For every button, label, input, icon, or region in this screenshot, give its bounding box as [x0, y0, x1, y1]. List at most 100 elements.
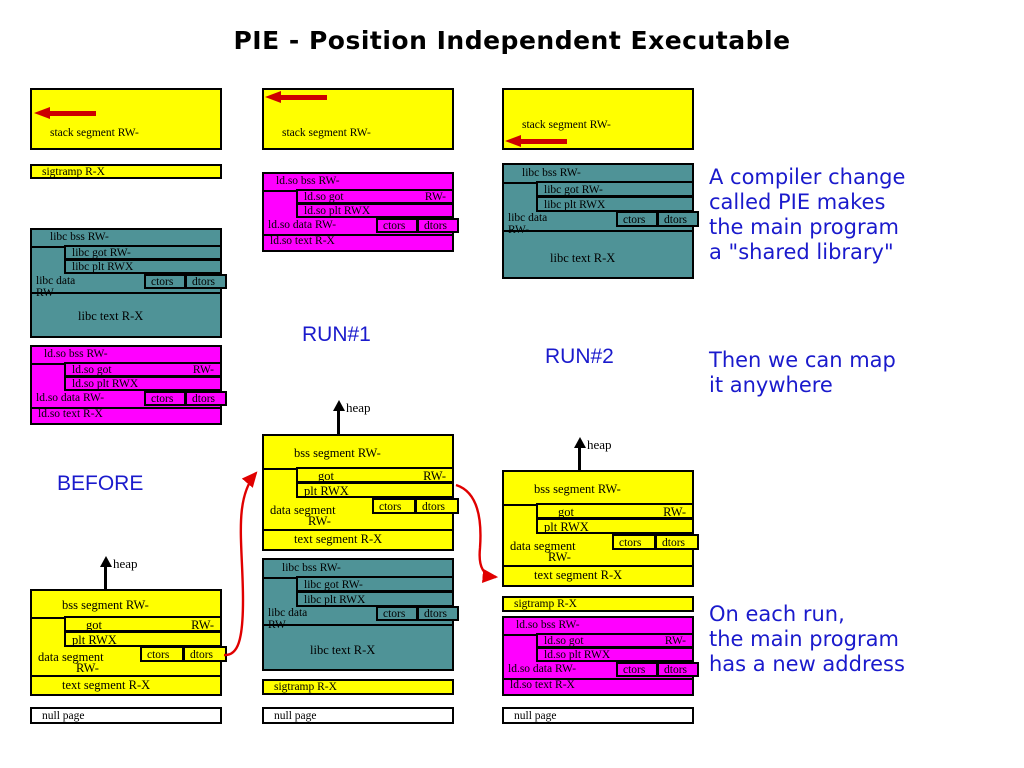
ctors-label: ctors [383, 608, 406, 620]
run2-libc-group: libc bss RW- libc got RW- libc plt RWX l… [502, 163, 699, 279]
run1-caption: RUN#1 [302, 323, 371, 346]
ldso-ctors-cell: ctors [376, 218, 418, 233]
text-segment-label: text segment R-X [62, 678, 151, 692]
got-perm-label: RW- [191, 618, 214, 632]
note-compiler-change: A compiler change called PIE makes the m… [709, 165, 906, 264]
libc-bss-label: libc bss RW- [522, 167, 581, 179]
arrow-shaft [578, 445, 581, 476]
dtors-label: dtors [424, 220, 447, 232]
note-new-address: On each run, the main program has a new … [709, 602, 905, 676]
ctors-cell: ctors [372, 498, 416, 514]
stack-segment-label: stack segment RW- [522, 119, 611, 131]
divider [264, 529, 452, 531]
libc-plt-label: libc plt RWX [544, 199, 606, 211]
plt-cell: plt RWX [296, 482, 454, 498]
ldso-plt-cell: ld.so plt RWX [296, 203, 454, 218]
heap-label: heap [346, 400, 371, 415]
plt-cell: plt RWX [64, 631, 222, 647]
libc-got-cell: libc got RW- [296, 576, 454, 592]
dtors-label: dtors [662, 537, 685, 549]
arrow-head [505, 135, 521, 147]
curved-arrow-icon-run1-to-run2 [455, 483, 499, 584]
data-segment-label: data segment [510, 539, 576, 553]
libc-data-perm-label: RW- [268, 619, 290, 631]
curved-arrow-icon-before-to-run1 [223, 471, 258, 657]
before-ldso-group: ld.so bss RW- ld.so got RW- ld.so plt RW… [30, 345, 227, 425]
data-segment-perm-label: RW- [308, 514, 331, 528]
ldso-dtors-cell: dtors [185, 391, 227, 406]
arrow-shaft [279, 95, 327, 100]
page-title: PIE - Position Independent Executable [233, 26, 791, 55]
data-segment-perm-label: RW- [548, 550, 571, 564]
ldso-got-label: ld.so got [304, 191, 344, 203]
stack-segment-label: stack segment RW- [50, 127, 139, 139]
before-stack-growth-arrow [34, 107, 96, 119]
run2-caption: RUN#2 [545, 345, 614, 368]
libc-ctors-cell: ctors [144, 274, 186, 289]
libc-data-perm-label: RW- [508, 224, 530, 236]
dtors-label: dtors [192, 276, 215, 288]
dtors-label: dtors [664, 214, 687, 226]
got-cell: got RW- [536, 503, 694, 519]
libc-ctors-cell: ctors [376, 606, 418, 621]
ldso-dtors-cell: dtors [417, 218, 459, 233]
ldso-data-label: ld.so data RW- [508, 663, 577, 675]
arrow-head [333, 400, 345, 411]
divider [32, 292, 220, 294]
libc-data-perm-label: RW- [36, 287, 58, 299]
libc-plt-label: libc plt RWX [72, 261, 134, 273]
libc-data-label: libc data [36, 275, 76, 287]
divider [264, 234, 452, 236]
libc-dtors-cell: dtors [185, 274, 227, 289]
run1-sigtramp: sigtramp R-X [262, 679, 454, 695]
ctors-label: ctors [151, 393, 174, 405]
ldso-data-label: ld.so data RW- [268, 219, 337, 231]
dtors-label: dtors [192, 393, 215, 405]
plt-cell: plt RWX [536, 518, 694, 534]
data-segment-label: data segment [38, 650, 104, 664]
libc-text-label: libc text R-X [550, 251, 616, 265]
bss-segment-label: bss segment RW- [294, 446, 381, 460]
ldso-ctors-cell: ctors [144, 391, 186, 406]
libc-plt-cell: libc plt RWX [64, 259, 222, 274]
ldso-got-cell: ld.so got RW- [536, 633, 694, 648]
libc-text-label: libc text R-X [78, 309, 144, 323]
arrow-head [100, 556, 112, 567]
ldso-bss-label: ld.so bss RW- [516, 619, 580, 631]
ldso-text-label: ld.so text R-X [510, 679, 575, 691]
before-sigtramp: sigtramp R-X [30, 164, 222, 179]
sigtramp-label: sigtramp R-X [42, 166, 105, 178]
run1-stack-growth-arrow [265, 91, 327, 103]
arrow-head [34, 107, 50, 119]
libc-got-cell: libc got RW- [536, 181, 694, 197]
dtors-cell: dtors [183, 646, 227, 662]
text-segment-label: text segment R-X [294, 532, 383, 546]
got-label: got [318, 469, 334, 483]
run1-main-program: bss segment RW- got RW- plt RWX data seg… [262, 434, 459, 551]
ctors-label: ctors [383, 220, 406, 232]
before-null-page: null page [30, 707, 222, 724]
ldso-plt-label: ld.so plt RWX [544, 649, 611, 661]
ctors-label: ctors [151, 276, 174, 288]
arrow-shaft [519, 139, 567, 144]
got-perm-label: RW- [423, 469, 446, 483]
before-libc-group: libc bss RW- libc got RW- libc plt RWX l… [30, 228, 227, 338]
ldso-text-label: ld.so text R-X [270, 235, 335, 247]
ctors-label: ctors [623, 214, 646, 226]
dtors-cell: dtors [415, 498, 459, 514]
got-label: got [558, 505, 574, 519]
ldso-got-perm-label: RW- [424, 191, 446, 203]
run1-ldso-group: ld.so bss RW- ld.so got RW- ld.so plt RW… [262, 172, 459, 252]
sigtramp-label: sigtramp R-X [274, 681, 337, 693]
libc-got-cell: libc got RW- [64, 245, 222, 260]
dtors-label: dtors [422, 501, 445, 513]
libc-got-label: libc got RW- [72, 247, 131, 259]
null-page-label: null page [514, 710, 557, 722]
bss-segment-label: bss segment RW- [534, 482, 621, 496]
libc-dtors-cell: dtors [417, 606, 459, 621]
divider [504, 230, 692, 232]
ctors-label: ctors [619, 537, 642, 549]
note-map-anywhere: Then we can map it anywhere [709, 348, 896, 397]
ldso-data-label: ld.so data RW- [36, 392, 105, 404]
data-segment-label: data segment [270, 503, 336, 517]
